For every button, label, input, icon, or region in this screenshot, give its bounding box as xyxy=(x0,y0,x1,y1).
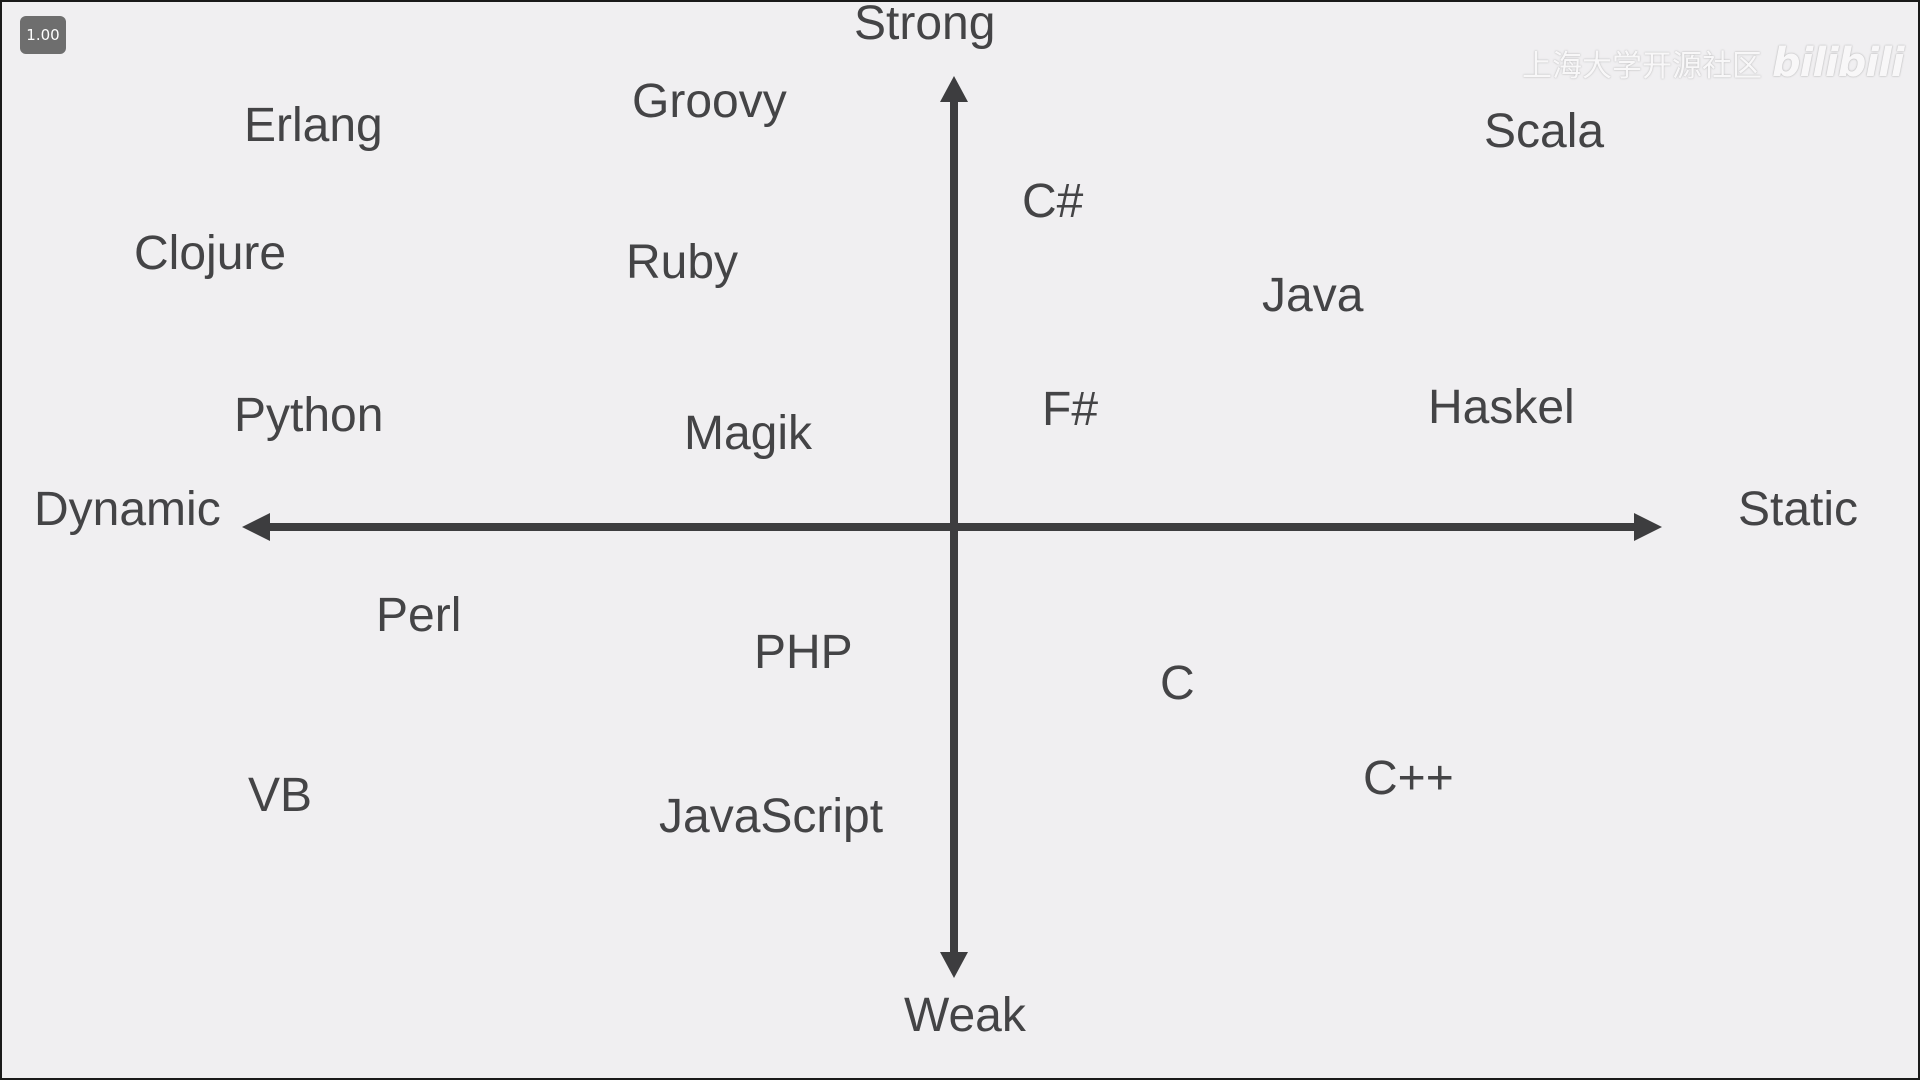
language-csharp: C# xyxy=(1022,175,1084,228)
language-javascript: JavaScript xyxy=(659,790,884,843)
language-erlang: Erlang xyxy=(244,99,383,152)
language-groovy: Groovy xyxy=(632,75,787,128)
arrow-up-icon xyxy=(940,76,968,102)
language-java: Java xyxy=(1262,269,1364,322)
language-cpp: C++ xyxy=(1363,752,1454,805)
axis-label-weak: Weak xyxy=(904,989,1026,1042)
language-haskel: Haskel xyxy=(1428,381,1575,434)
arrow-down-icon xyxy=(940,952,968,978)
axis-label-dynamic: Dynamic xyxy=(34,483,221,536)
language-php: PHP xyxy=(754,626,853,679)
language-fsharp: F# xyxy=(1042,383,1099,436)
watermark-text: 上海大学开源社区 xyxy=(1522,49,1762,84)
watermark: 上海大学开源社区 bilibili xyxy=(1522,40,1905,86)
language-python: Python xyxy=(234,389,384,442)
axis-label-strong: Strong xyxy=(854,2,996,50)
arrow-right-icon xyxy=(1634,513,1662,541)
language-vb: VB xyxy=(248,769,313,822)
language-scala: Scala xyxy=(1484,105,1605,158)
language-clojure: Clojure xyxy=(134,227,287,280)
language-magik: Magik xyxy=(684,407,813,460)
playback-speed-badge[interactable]: 1.00 xyxy=(20,16,66,54)
axis-label-static: Static xyxy=(1738,483,1859,536)
language-c: C xyxy=(1160,657,1195,710)
language-ruby: Ruby xyxy=(626,236,739,289)
arrow-left-icon xyxy=(242,513,270,541)
bilibili-logo-icon: bilibili xyxy=(1772,40,1905,86)
language-perl: Perl xyxy=(376,589,462,642)
